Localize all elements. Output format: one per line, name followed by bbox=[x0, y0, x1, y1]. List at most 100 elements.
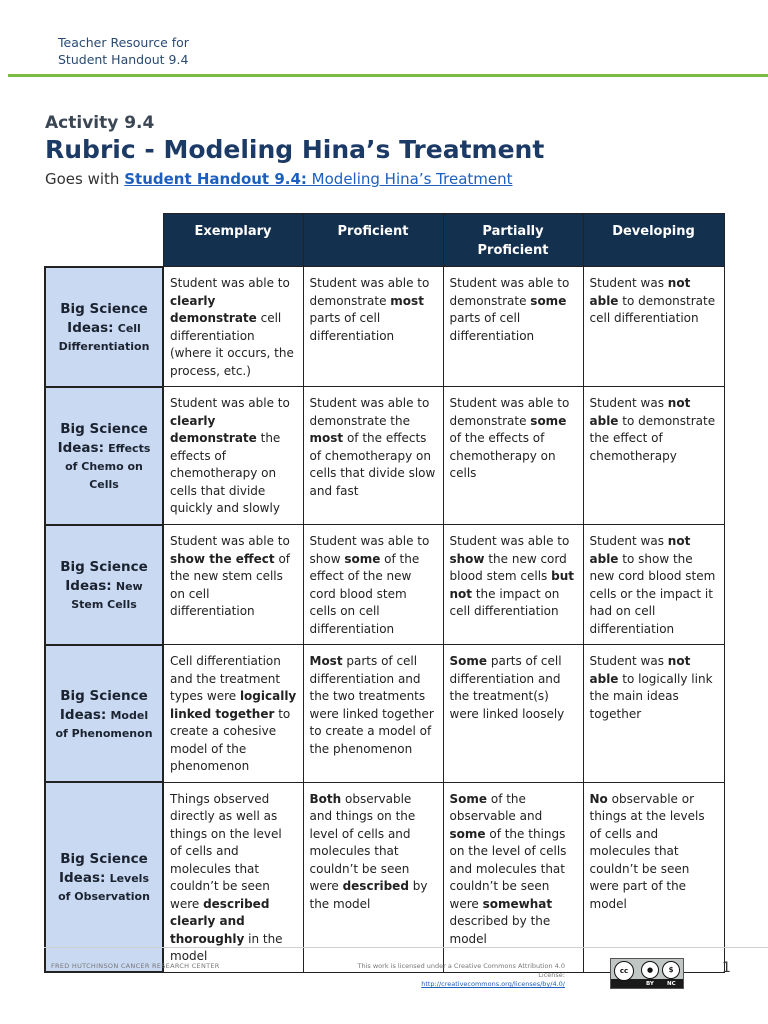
handout-link[interactable]: Modeling Hina’s Treatment bbox=[306, 170, 513, 188]
cell-text: the new cord blood stem cells bbox=[449, 551, 567, 584]
license-link[interactable]: http://creativecommons.org/licenses/by/4… bbox=[421, 980, 565, 988]
rubric-row: Big Science Ideas: New Stem Cells Student… bbox=[44, 523, 725, 646]
criterion-label: Big Science Ideas: bbox=[57, 421, 148, 456]
cell-text: Student was able to bbox=[170, 396, 290, 410]
criterion-label: Big Science Ideas: bbox=[59, 851, 148, 887]
cell-text: parts of cell differentiation bbox=[449, 311, 535, 343]
emphasis-text: clearly demonstrate bbox=[170, 293, 257, 326]
cell-text: Student was bbox=[589, 654, 668, 668]
header-line-2: Student Handout 9.4 bbox=[58, 52, 189, 67]
cell-text: Student was able to bbox=[449, 534, 570, 548]
by-label: BY bbox=[646, 981, 654, 987]
emphasis-text: somewhat bbox=[482, 896, 553, 911]
nc-dollar-icon: $ bbox=[662, 961, 680, 979]
rubric-cell: Student was able to demonstrate most par… bbox=[302, 266, 444, 387]
column-header: Partially Proficient bbox=[442, 213, 584, 267]
cell-text: Things observed directly as well as thin… bbox=[170, 791, 282, 911]
cell-text: to logically link the main ideas togethe… bbox=[589, 671, 713, 721]
emphasis-text: most bbox=[390, 293, 424, 308]
emphasis-text: not able bbox=[589, 534, 691, 566]
emphasis-text: but not bbox=[449, 569, 575, 601]
footer-org: FRED HUTCHINSON CANCER RESEARCH CENTER bbox=[51, 962, 220, 970]
rubric-corner-cell bbox=[45, 213, 163, 267]
rubric-cell: No observable or things at the levels of… bbox=[582, 781, 725, 973]
cell-text: of the effects of chemotherapy on cells … bbox=[309, 431, 436, 498]
cell-text: of the observable and bbox=[449, 791, 543, 824]
cell-text: Student was able to bbox=[170, 534, 290, 548]
criterion-label: Big Science Ideas: bbox=[59, 687, 148, 723]
cc-by-nc-badge-icon[interactable]: cc ● $ BY NC bbox=[610, 958, 684, 989]
criterion-topic: Levels of Observation bbox=[58, 872, 150, 904]
emphasis-text: Some bbox=[449, 791, 488, 806]
rubric-cell: Student was able to demonstrate the most… bbox=[302, 386, 444, 525]
rubric-cell: Cell differentiation and the treatment t… bbox=[162, 644, 304, 783]
cell-text: the effects of chemotherapy on cells tha… bbox=[170, 431, 281, 515]
cell-text: to create a cohesive model of the phenom… bbox=[170, 706, 291, 774]
rubric-cell: Student was able to clearly demonstrate … bbox=[162, 386, 304, 525]
nc-label: NC bbox=[667, 981, 676, 987]
rubric-header-row: Exemplary Proficient Partially Proficien… bbox=[45, 213, 725, 267]
cell-text: Cell differentiation and the treatment t… bbox=[170, 654, 281, 703]
cell-text: by the model bbox=[309, 879, 428, 911]
rubric-cell: Student was able to demonstrate some par… bbox=[442, 266, 584, 387]
goes-with-prefix: Goes with bbox=[45, 170, 125, 188]
rubric-cell: Both observable and things on the level … bbox=[302, 781, 444, 973]
cell-text: Student was able to demonstrate bbox=[309, 276, 430, 308]
rubric-cell: Student was not able to demonstrate the … bbox=[582, 386, 725, 525]
activity-label: Activity 9.4 bbox=[45, 113, 155, 133]
emphasis-text: No bbox=[589, 791, 608, 806]
license-text: This work is licensed under a Creative C… bbox=[357, 962, 566, 979]
page-number: 1 bbox=[722, 960, 731, 976]
cell-text: in the model bbox=[170, 931, 283, 964]
rubric-row: Big Science Ideas: Levels of Observation… bbox=[44, 781, 725, 973]
by-person-icon: ● bbox=[641, 961, 659, 979]
rubric-cell: Student was able to show some of the eff… bbox=[302, 524, 444, 645]
footer-license: This work is licensed under a Creative C… bbox=[330, 962, 566, 989]
criterion-topic: New Stem Cells bbox=[71, 579, 143, 611]
emphasis-text: described bbox=[342, 879, 409, 893]
emphasis-text: show the effect bbox=[170, 551, 275, 566]
cell-text: Student was able to show bbox=[309, 534, 430, 566]
emphasis-text: show bbox=[449, 551, 485, 566]
emphasis-text: described clearly and thoroughly bbox=[170, 896, 270, 946]
emphasis-text: some bbox=[530, 293, 567, 308]
header-line-1: Teacher Resource for bbox=[58, 35, 189, 50]
cell-text: of the new stem cells on cell differenti… bbox=[170, 551, 291, 619]
criterion-topic: Model of Phenomenon bbox=[55, 708, 153, 740]
row-criterion: Big Science Ideas: Cell Differentiation bbox=[44, 265, 164, 388]
rubric-cell: Student was able to clearly demonstrate … bbox=[162, 266, 304, 387]
criterion-label: Big Science Ideas: bbox=[60, 558, 148, 594]
emphasis-text: Most bbox=[309, 654, 343, 668]
rubric-cell: Some of the observable and some of the t… bbox=[442, 781, 584, 973]
rubric-cell: Student was able to demonstrate some of … bbox=[442, 386, 584, 525]
cell-text: Student was bbox=[589, 276, 668, 290]
header-text: Teacher Resource for Student Handout 9.4 bbox=[58, 34, 189, 68]
cell-text: of the effect of the new cord blood stem… bbox=[309, 551, 420, 636]
cell-text: Student was able to bbox=[170, 276, 290, 290]
cell-text: Student was bbox=[589, 534, 668, 548]
emphasis-text: Both bbox=[309, 791, 342, 806]
cell-text: Student was able to demonstrate bbox=[449, 276, 570, 308]
criterion-topic: Cell Differentiation bbox=[58, 321, 150, 353]
row-criterion: Big Science Ideas: Effects of Chemo on C… bbox=[44, 385, 164, 526]
cell-text: of the things on the level of cells and … bbox=[449, 826, 567, 911]
cell-text: parts of cell differentiation bbox=[309, 311, 395, 343]
emphasis-text: some bbox=[344, 551, 381, 566]
cell-text: observable and things on the level of ce… bbox=[309, 791, 416, 894]
row-criterion: Big Science Ideas: Levels of Observation bbox=[44, 781, 164, 973]
rubric-cell: Student was able to show the effect of t… bbox=[162, 524, 304, 645]
goes-with-line: Goes with Student Handout 9.4: Modeling … bbox=[45, 170, 513, 188]
criterion-topic: Effects of Chemo on Cells bbox=[65, 442, 151, 491]
rubric-cell: Student was able to show the new cord bl… bbox=[442, 524, 584, 645]
cell-text: to demonstrate the effect of chemotherap… bbox=[589, 413, 716, 463]
emphasis-text: some bbox=[530, 413, 567, 428]
row-criterion: Big Science Ideas: Model of Phenomenon bbox=[44, 643, 164, 783]
cell-text: to demonstrate cell differentiation bbox=[589, 293, 716, 326]
emphasis-text: not able bbox=[589, 396, 691, 428]
column-header-label: Partially Proficient bbox=[477, 224, 549, 258]
emphasis-text: not able bbox=[589, 654, 691, 686]
handout-link-bold[interactable]: Student Handout 9.4: bbox=[124, 170, 307, 188]
rubric-cell: Things observed directly as well as thin… bbox=[162, 781, 304, 973]
